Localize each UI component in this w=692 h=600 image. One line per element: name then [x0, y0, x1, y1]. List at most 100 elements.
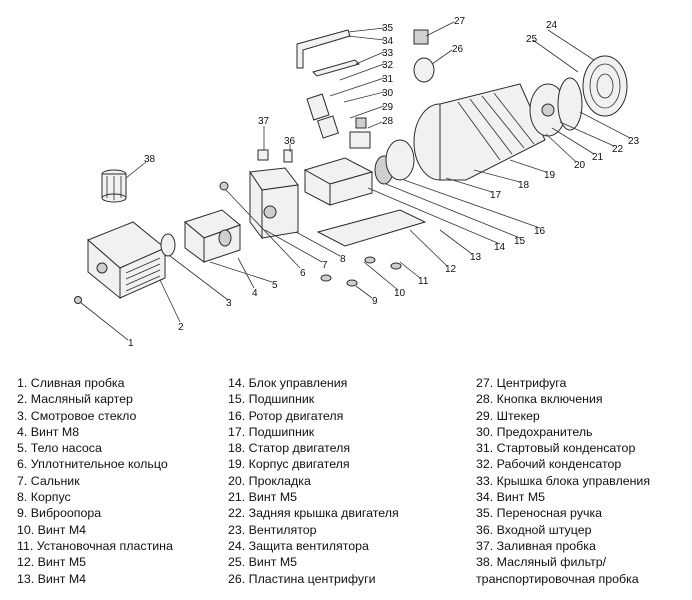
callout-32: 32: [382, 60, 394, 71]
part-capacitors: [306, 93, 340, 139]
legend-item: 33. Крышка блока управления: [476, 473, 651, 488]
part-carry-handle: [296, 29, 351, 69]
legend-item: 27. Центрифуга: [476, 376, 567, 390]
callout-8: 8: [340, 254, 346, 265]
callout-20: 20: [574, 160, 586, 171]
callout-2: 2: [178, 322, 184, 333]
legend-item: 5. Тело насоса: [17, 441, 102, 456]
legend-item: транспортировочная пробка: [476, 571, 639, 586]
callout-17: 17: [490, 190, 502, 201]
legend-item: 15. Подшипник: [228, 392, 315, 407]
part-centrifuge-plate: [413, 57, 435, 83]
callout-30: 30: [382, 88, 394, 99]
callout-37: 37: [258, 116, 270, 127]
part-control-box: [303, 157, 374, 206]
legend-column-3: 27. Центрифуга 28. Кнопка включения 29. …: [476, 375, 650, 587]
legend-item: 35. Переносная ручка: [476, 506, 603, 521]
callout-16: 16: [534, 226, 546, 237]
callout-27: 27: [454, 16, 466, 27]
legend-item: 25. Винт М5: [228, 555, 298, 570]
legend-item: 24. Защита вентилятора: [228, 538, 369, 553]
part-fan-guard: [582, 55, 628, 117]
part-seal-ring: [219, 181, 229, 191]
legend-item: 31. Стартовый конденсатор: [476, 441, 636, 456]
legend-item: 9. Виброопора: [17, 506, 102, 521]
part-housing: [249, 167, 299, 240]
legend-item: 28. Кнопка включения: [476, 392, 603, 407]
callout-6: 6: [300, 268, 306, 279]
callout-28: 28: [382, 116, 394, 127]
legend-item: 18. Статор двигателя: [228, 441, 351, 456]
legend-item: 3. Смотровое стекло: [17, 408, 137, 423]
legend-item: 13. Винт М4: [17, 571, 87, 586]
part-fan: [557, 77, 583, 131]
callout-34: 34: [382, 36, 394, 47]
callout-31: 31: [382, 74, 394, 85]
part-pump-body: [183, 209, 241, 263]
callout-13: 13: [470, 252, 482, 263]
legend-item: 29. Штекер: [476, 408, 540, 423]
part-handle-screw: [312, 59, 360, 77]
callout-9: 9: [372, 296, 378, 307]
callout-14: 14: [494, 242, 506, 253]
part-inlet-fitting: [283, 149, 293, 163]
part-motor-housing: [413, 83, 546, 181]
exploded-view-diagram: 1 2 3 4 5 6 7 8 9 10 11 12 13 14 15 16 1…: [74, 16, 640, 349]
legend-item: 11. Установочная пластина: [17, 538, 173, 553]
callout-35: 35: [382, 23, 394, 34]
part-sight-glass: [160, 233, 176, 257]
legend-column-2: 14. Блок управления 15. Подшипник 16. Ро…: [228, 375, 399, 587]
callout-labels: 1 2 3 4 5 6 7 8 9 10 11 12 13 14 15 16 1…: [128, 16, 640, 349]
callout-11: 11: [418, 276, 429, 287]
callout-12: 12: [445, 264, 457, 275]
callout-29: 29: [382, 102, 394, 113]
callout-25: 25: [526, 34, 538, 45]
callout-4: 4: [252, 288, 258, 299]
legend-item: 34. Винт М5: [476, 490, 546, 505]
callout-15: 15: [514, 236, 526, 247]
callout-23: 23: [628, 136, 640, 147]
callout-26: 26: [452, 44, 464, 55]
legend-item: 21. Винт М5: [228, 490, 298, 505]
callout-36: 36: [284, 136, 296, 147]
legend-item: 23. Вентилятор: [228, 522, 317, 537]
legend-item: 26. Пластина центрифуги: [228, 571, 376, 586]
legend-item: 22. Задняя крышка двигателя: [228, 506, 399, 521]
callout-7: 7: [322, 260, 328, 271]
callout-18: 18: [518, 180, 530, 191]
legend-item: 36. Входной штуцер: [476, 522, 592, 537]
legend-item: 6. Уплотнительное кольцо: [17, 457, 168, 472]
legend-item: 1. Сливная пробка: [17, 376, 125, 390]
legend-item: 10. Винт М4: [17, 522, 87, 537]
legend-item: 30. Предохранитель: [476, 424, 593, 439]
part-centrifuge: [413, 29, 429, 45]
callout-10: 10: [394, 288, 406, 299]
callout-3: 3: [226, 298, 232, 309]
legend-item: 17. Подшипник: [228, 424, 315, 439]
leader-lines: [79, 21, 631, 341]
legend-item: 14. Блок управления: [228, 376, 348, 390]
part-drain-plug: [74, 296, 82, 304]
callout-24: 24: [546, 20, 558, 31]
legend-item: 2. Масляный картер: [17, 392, 133, 407]
part-vibration-mounts: [320, 256, 402, 287]
legend-item: 12. Винт М5: [17, 555, 87, 570]
legend-item: 38. Масляный фильтр/: [476, 555, 607, 570]
part-switch-assembly: [349, 117, 371, 149]
legend-item: 37. Заливная пробка: [476, 538, 596, 553]
callout-21: 21: [592, 152, 604, 163]
part-rotor: [374, 139, 415, 185]
legend-item: 19. Корпус двигателя: [228, 457, 350, 472]
part-oil-sump: [87, 221, 166, 300]
callout-38: 38: [144, 154, 156, 165]
legend-item: 8. Корпус: [17, 490, 71, 505]
callout-33: 33: [382, 48, 394, 59]
callout-1: 1: [128, 338, 134, 349]
part-mounting-plate: [316, 209, 427, 247]
parts-legend: 1. Сливная пробка 2. Масляный картер 3. …: [0, 372, 692, 600]
legend-item: 20. Прокладка: [228, 473, 311, 488]
legend-item: 4. Винт М8: [17, 424, 80, 439]
legend-item: 32. Рабочий конденсатор: [476, 457, 622, 472]
callout-5: 5: [272, 280, 278, 291]
callout-19: 19: [544, 170, 556, 181]
